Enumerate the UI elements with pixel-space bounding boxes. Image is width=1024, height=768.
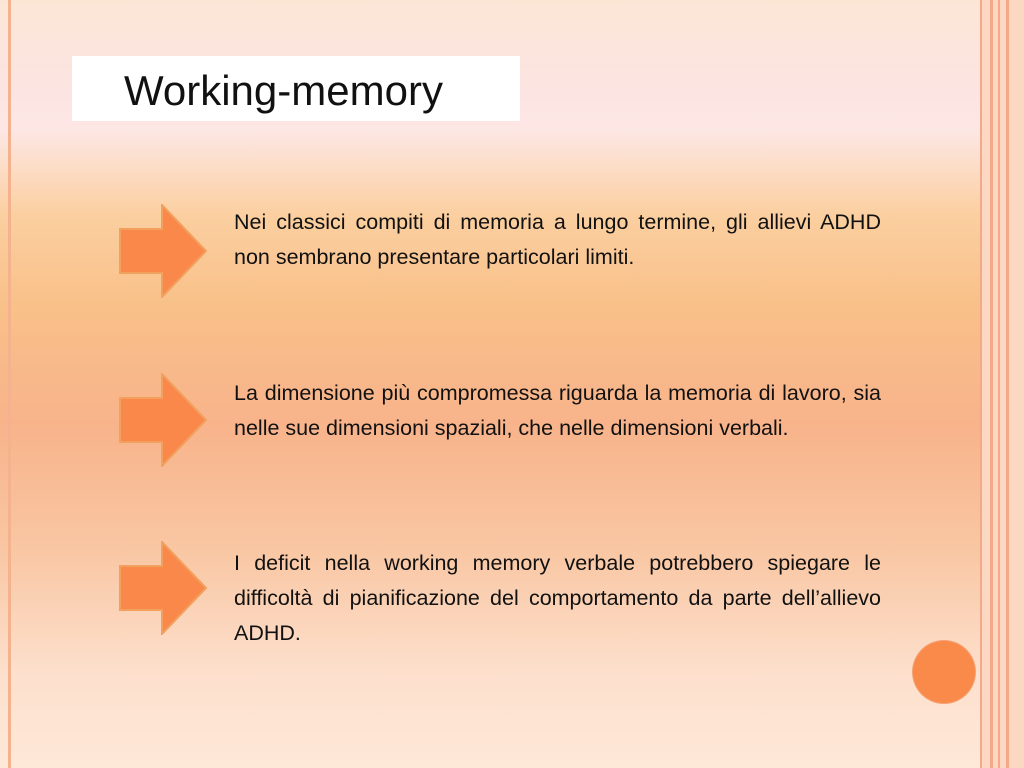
right-arrow-icon	[118, 373, 208, 467]
right-arrow-icon	[118, 204, 208, 298]
decorative-circle	[913, 641, 975, 703]
bullet-text-3: I deficit nella working memory verbale p…	[234, 551, 881, 645]
bullet-text-2: La dimensione più compromessa riguarda l…	[234, 381, 881, 440]
bullet-text-1: Nei classici compiti di memoria a lungo …	[234, 210, 881, 269]
slide-title: Working-memory	[124, 67, 443, 114]
right-arrow-icon	[118, 541, 208, 635]
title-box: Working-memory	[72, 56, 520, 121]
left-frame-line	[8, 0, 11, 768]
right-frame-border	[980, 0, 1024, 768]
